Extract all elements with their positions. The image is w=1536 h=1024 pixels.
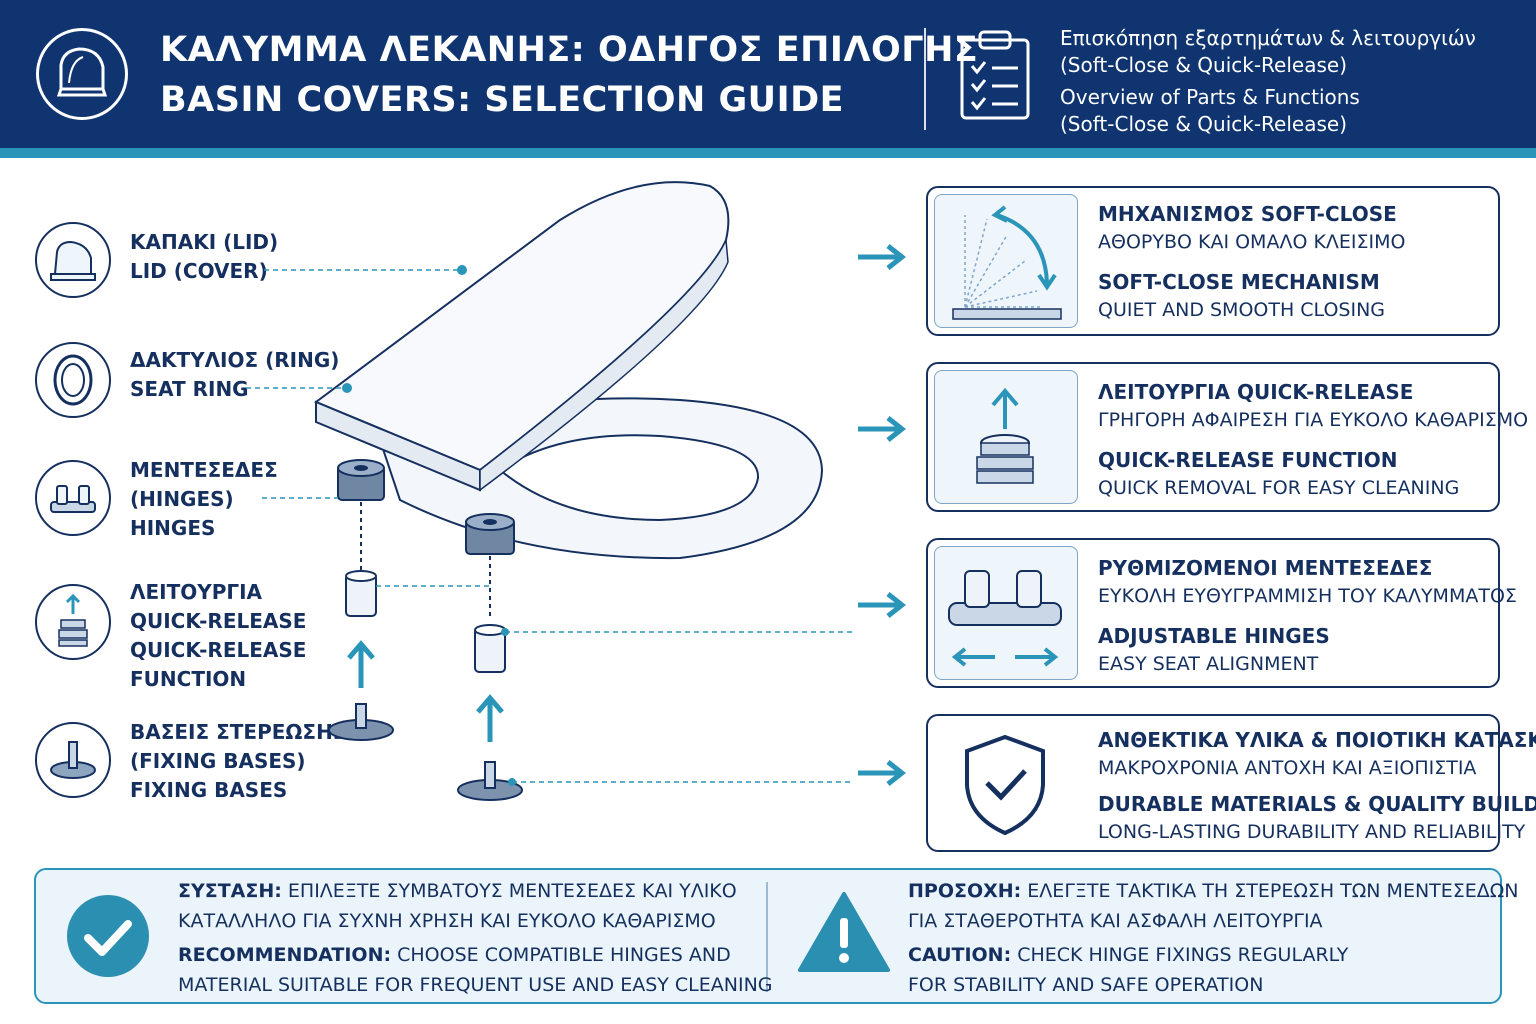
part-label-hinges: ΜΕΝΤΕΣΕΔΕΣ (HINGES) HINGES (130, 456, 278, 543)
feature-title-en: SOFT-CLOSE MECHANISM (1098, 270, 1380, 294)
fixing-base-icon (35, 722, 111, 798)
part-label-fb-line1: ΒΑΣΕΙΣ ΣΤΕΡΕΩΣΗΣ (130, 720, 347, 744)
feature-desc-gr: ΓΡΗΓΟΡΗ ΑΦΑΙΡΕΣΗ ΓΙΑ ΕΥΚΟΛΟ ΚΑΘΑΡΙΣΜΟ (1098, 409, 1529, 431)
shield-check-icon (934, 722, 1078, 844)
recommendation-text: ΣΥΣΤΑΣΗ: ΕΠΙΛΕΞΤΕ ΣΥΜΒΑΤΟΥΣ ΜΕΝΤΕΣΕΔΕΣ Κ… (178, 876, 773, 1000)
header-accent-stripe (0, 148, 1536, 158)
part-label-lid: ΚΑΠΑΚΙ (LID) LID (COVER) (130, 228, 278, 286)
part-label-qr-line4: FUNCTION (130, 667, 247, 691)
adjustable-hinges-icon (934, 546, 1078, 680)
arrow-right-icon (858, 244, 906, 270)
arrow-right-icon (858, 760, 906, 786)
feature-desc-gr: ΜΑΚΡΟΧΡΟΝΙΑ ΑΝΤΟΧΗ ΚΑΙ ΑΞΙΟΠΙΣΤΙΑ (1098, 757, 1477, 779)
feature-card-quick-release: ΛΕΙΤΟΥΡΓΙΑ QUICK-RELEASE ΓΡΗΓΟΡΗ ΑΦΑΙΡΕΣ… (926, 362, 1528, 512)
feature-desc-gr: ΕΥΚΟΛΗ ΕΥΘΥΓΡΑΜΜΙΣΗ ΤΟΥ ΚΑΛΥΜΜΑΤΟΣ (1098, 585, 1517, 607)
caution-text-en-2: FOR STABILITY AND SAFE OPERATION (908, 974, 1264, 996)
feature-text-durable-materials: ΑΝΘΕΚΤΙΚΑ ΥΛΙΚΑ & ΠΟΙΟΤΙΚΗ ΚΑΤΑΣΚΕΥΗ ΜΑΚ… (1098, 726, 1536, 846)
feature-desc-en: LONG-LASTING DURABILITY AND RELIABILITY (1098, 821, 1526, 843)
part-label-ring-line2: SEAT RING (130, 377, 249, 401)
feature-card-soft-close: ΜΗΧΑΝΙΣΜΟΣ SOFT-CLOSE ΑΘΟΡΥΒΟ ΚΑΙ ΟΜΑΛΟ … (926, 186, 1500, 336)
quick-release-cylinder-right (474, 624, 506, 673)
quick-release-icon (35, 584, 111, 660)
feature-title-en: ADJUSTABLE HINGES (1098, 624, 1330, 648)
subtitle-english-line2: (Soft-Close & Quick-Release) (1060, 112, 1347, 136)
arrow-right-icon (858, 592, 906, 618)
soft-close-icon (934, 194, 1078, 328)
subtitle-greek-line2: (Soft-Close & Quick-Release) (1060, 53, 1347, 77)
feature-title-gr: ΡΥΘΜΙΖΟΜΕΝΟΙ ΜΕΝΤΕΣΕΔΕΣ (1098, 556, 1433, 580)
part-label-hinges-line3: HINGES (130, 516, 216, 540)
bottom-info-bar (34, 868, 1502, 1004)
subtitle-english-line1: Overview of Parts & Functions (1060, 85, 1360, 109)
part-label-qr-line2: QUICK-RELEASE (130, 609, 307, 633)
arrow-right-icon (858, 416, 906, 442)
feature-title-gr: ΛΕΙΤΟΥΡΓΙΑ QUICK-RELEASE (1098, 380, 1414, 404)
part-label-qr-line3: QUICK-RELEASE (130, 638, 307, 662)
part-label-qr-line1: ΛΕΙΤΟΥΡΓΙΑ (130, 580, 263, 604)
feature-desc-en: EASY SEAT ALIGNMENT (1098, 653, 1319, 675)
quick-release-icon (934, 370, 1078, 504)
bottom-divider (766, 882, 768, 992)
recommendation-label-en: RECOMMENDATION: (178, 944, 392, 966)
part-label-fb-line3: FIXING BASES (130, 778, 288, 802)
part-label-hinges-line2: (HINGES) (130, 487, 234, 511)
feature-text-quick-release: ΛΕΙΤΟΥΡΓΙΑ QUICK-RELEASE ΓΡΗΓΟΡΗ ΑΦΑΙΡΕΣ… (1098, 378, 1528, 502)
fixing-base-left (328, 703, 394, 741)
hinges-icon (35, 460, 111, 536)
up-arrow-right (476, 694, 504, 742)
feature-desc-en: QUIET AND SMOOTH CLOSING (1098, 299, 1386, 321)
caution-text: ΠΡΟΣΟΧΗ: ΕΛΕΓΞΤΕ ΤΑΚΤΙΚΑ ΤΗ ΣΤΕΡΕΩΣΗ ΤΩΝ… (908, 876, 1519, 1000)
clipboard-checklist-icon (956, 28, 1034, 124)
title-greek: ΚΑΛΥΜΜΑ ΛΕΚΑΝΗΣ: ΟΔΗΓΟΣ ΕΠΙΛΟΓΗΣ (160, 30, 979, 70)
part-label-fixing-bases: ΒΑΣΕΙΣ ΣΤΕΡΕΩΣΗΣ (FIXING BASES) FIXING B… (130, 718, 346, 805)
toilet-seat-exploded-diagram (246, 181, 852, 801)
feature-title-en: DURABLE MATERIALS & QUALITY BUILD (1098, 792, 1536, 816)
caution-text-gr-2: ΓΙΑ ΣΤΑΘΕΡΟΤΗΤΑ ΚΑΙ ΑΣΦΑΛΗ ΛΕΙΤΟΥΡΓΙΑ (908, 910, 1323, 932)
feature-card-durable-materials: ΑΝΘΕΚΤΙΚΑ ΥΛΙΚΑ & ΠΟΙΟΤΙΚΗ ΚΑΤΑΣΚΕΥΗ ΜΑΚ… (926, 714, 1536, 852)
part-label-hinges-line1: ΜΕΝΤΕΣΕΔΕΣ (130, 458, 278, 482)
check-circle-icon (67, 895, 149, 977)
header-bar (0, 0, 1536, 150)
feature-title-gr: ΑΝΘΕΚΤΙΚΑ ΥΛΙΚΑ & ΠΟΙΟΤΙΚΗ ΚΑΤΑΣΚΕΥΗ (1098, 728, 1536, 752)
feature-text-soft-close: ΜΗΧΑΝΙΣΜΟΣ SOFT-CLOSE ΑΘΟΡΥΒΟ ΚΑΙ ΟΜΑΛΟ … (1098, 200, 1405, 324)
feature-text-adjustable-hinges: ΡΥΘΜΙΖΟΜΕΝΟΙ ΜΕΝΤΕΣΕΔΕΣ ΕΥΚΟΛΗ ΕΥΘΥΓΡΑΜΜ… (1098, 554, 1517, 678)
recommendation-text-en-1: CHOOSE COMPATIBLE HINGES AND (391, 944, 731, 966)
part-label-ring-line1: ΔΑΚΤΥΛΙΟΣ (RING) (130, 348, 340, 372)
header-divider (924, 28, 926, 130)
feature-desc-en: QUICK REMOVAL FOR EASY CLEANING (1098, 477, 1460, 499)
fixing-base-right (457, 761, 523, 801)
lid-illustration (313, 181, 730, 492)
caution-text-gr-1: ΕΛΕΓΞΤΕ ΤΑΚΤΙΚΑ ΤΗ ΣΤΕΡΕΩΣΗ ΤΩΝ ΜΕΝΤΕΣΕΔ… (1021, 880, 1519, 902)
recommendation-text-gr-1: ΕΠΙΛΕΞΤΕ ΣΥΜΒΑΤΟΥΣ ΜΕΝΤΕΣΕΔΕΣ ΚΑΙ ΥΛΙΚΟ (281, 880, 737, 902)
feature-card-adjustable-hinges: ΡΥΘΜΙΖΟΜΕΝΟΙ ΜΕΝΤΕΣΕΔΕΣ ΕΥΚΟΛΗ ΕΥΘΥΓΡΑΜΜ… (926, 538, 1517, 688)
caution-label-gr: ΠΡΟΣΟΧΗ: (908, 880, 1022, 902)
warning-triangle-icon (798, 892, 890, 972)
caution-text-en-1: CHECK HINGE FIXINGS REGULARLY (1011, 944, 1349, 966)
feature-title-gr: ΜΗΧΑΝΙΣΜΟΣ SOFT-CLOSE (1098, 202, 1397, 226)
caution-label-en: CAUTION: (908, 944, 1012, 966)
feature-desc-gr: ΑΘΟΡΥΒΟ ΚΑΙ ΟΜΑΛΟ ΚΛΕΙΣΙΜΟ (1098, 231, 1406, 253)
lid-icon (35, 222, 111, 298)
toilet-lid-icon (36, 28, 128, 120)
recommendation-label-gr: ΣΥΣΤΑΣΗ: (178, 880, 282, 902)
part-label-ring: ΔΑΚΤΥΛΙΟΣ (RING) SEAT RING (130, 346, 339, 404)
recommendation-text-en-2: MATERIAL SUITABLE FOR FREQUENT USE AND E… (178, 974, 773, 996)
part-label-fb-line2: (FIXING BASES) (130, 749, 306, 773)
part-label-lid-line1: ΚΑΠΑΚΙ (LID) (130, 230, 279, 254)
subtitle-greek-line1: Επισκόπηση εξαρτημάτων & λειτουργιών (1060, 26, 1476, 50)
title-english: BASIN COVERS: SELECTION GUIDE (160, 80, 845, 120)
seat-ring-icon (35, 342, 111, 418)
hinge-right-illustration (465, 513, 515, 555)
part-label-lid-line2: LID (COVER) (130, 259, 268, 283)
quick-release-cylinder-left (345, 570, 377, 617)
hinge-left-illustration (337, 459, 385, 501)
up-arrow-left (347, 640, 375, 688)
recommendation-text-gr-2: ΚΑΤΑΛΛΗΛΟ ΓΙΑ ΣΥΧΝΗ ΧΡΗΣΗ ΚΑΙ ΕΥΚΟΛΟ ΚΑΘ… (178, 910, 716, 932)
feature-title-en: QUICK-RELEASE FUNCTION (1098, 448, 1398, 472)
part-label-quick-release: ΛΕΙΤΟΥΡΓΙΑ QUICK-RELEASE QUICK-RELEASE F… (130, 578, 306, 694)
